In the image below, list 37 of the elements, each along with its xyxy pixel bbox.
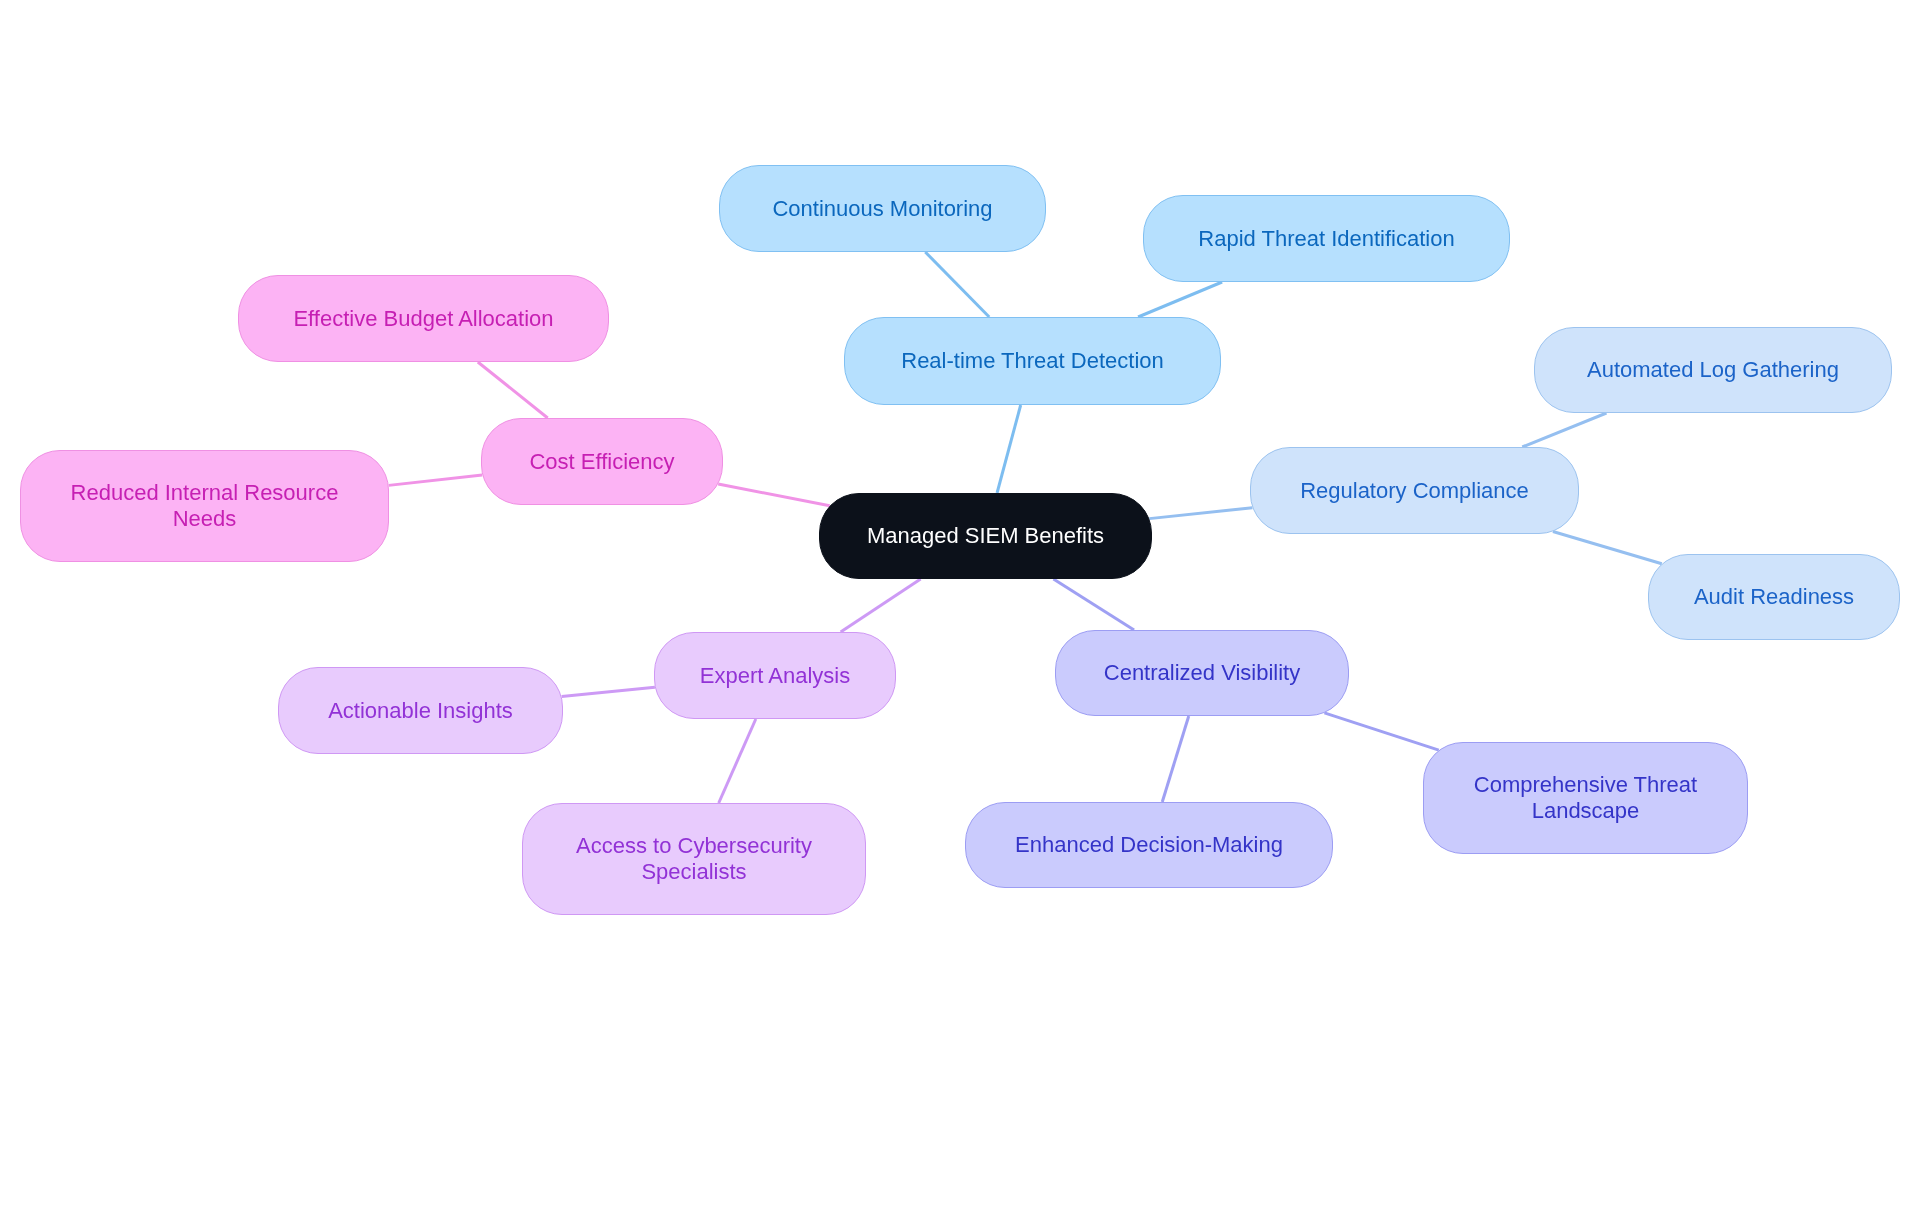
connector-line <box>1149 506 1253 521</box>
topic-label: Real-time Threat Detection <box>901 348 1164 374</box>
topic-label: Centralized Visibility <box>1103 660 1301 686</box>
connector-line <box>388 473 483 487</box>
subtopic-box <box>522 803 866 915</box>
topic-label: Regulatory Compliance <box>1300 477 1529 504</box>
topic-label: Audit Readiness <box>1693 584 1855 610</box>
subtopic-box <box>20 450 389 562</box>
topic-label: Managed SIEM Benefits <box>866 523 1105 549</box>
connector-line <box>717 482 830 508</box>
topic-label: Reduced Internal Resource Needs <box>69 480 340 532</box>
connector-line <box>1552 530 1663 566</box>
topic-label: Rapid Threat Identification <box>1198 225 1455 252</box>
connector-line <box>924 250 991 319</box>
topic-label: Enhanced Decision-Making <box>1015 832 1283 858</box>
connector-line <box>1521 411 1608 449</box>
connector-line <box>476 360 549 420</box>
topic-box <box>481 418 723 505</box>
connector-line <box>1137 280 1223 319</box>
connector-line <box>1160 715 1191 803</box>
topic-label: Actionable Insights <box>328 697 513 724</box>
connector-line <box>839 577 922 634</box>
connector-line <box>717 718 758 804</box>
connector-line <box>995 404 1023 494</box>
central-topic-box <box>819 493 1152 579</box>
topic-label: Continuous Monitoring <box>772 195 993 222</box>
topic-label: Cost Efficiency <box>529 448 675 475</box>
subtopic-box <box>1423 742 1748 854</box>
topic-label: Access to Cybersecurity Specialists <box>575 833 813 885</box>
connector-line <box>1052 577 1135 632</box>
subtopic-box <box>1648 554 1900 640</box>
topic-label: Effective Budget Allocation <box>293 305 554 332</box>
topic-label: Automated Log Gathering <box>1587 357 1839 383</box>
connector-line <box>1323 711 1440 752</box>
topic-label: Comprehensive Threat Landscape <box>1472 772 1699 824</box>
connector-line <box>561 685 656 699</box>
topic-label: Expert Analysis <box>699 662 851 689</box>
